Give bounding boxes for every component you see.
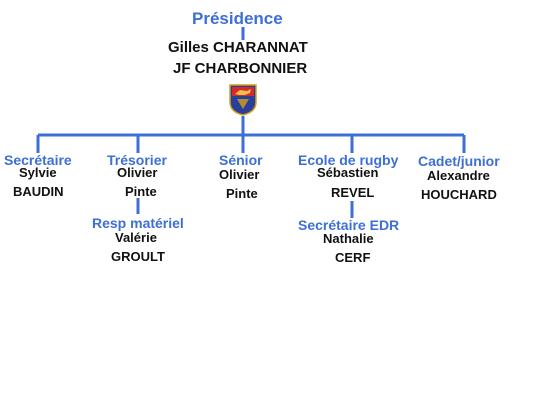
tresorier-title: Trésorier xyxy=(107,152,167,168)
club-crest-icon xyxy=(229,84,257,116)
presidence-name-2: JF CHARBONNIER xyxy=(173,60,308,77)
resp-materiel-last-name: GROULT xyxy=(111,249,165,264)
cadet-junior-first-name: Alexandre xyxy=(427,168,490,183)
secretaire-first-name: Sylvie xyxy=(19,165,57,180)
tresorier-first-name: Olivier xyxy=(117,165,158,180)
cadet-junior-title: Cadet/junior xyxy=(418,153,500,169)
senior-last-name: Pinte xyxy=(226,186,258,201)
presidence-name-1: Gilles CHARANNAT xyxy=(168,39,308,56)
secretaire-last-name: BAUDIN xyxy=(13,184,64,199)
secretaire-edr-last-name: CERF xyxy=(335,250,371,265)
tresorier-last-name: Pinte xyxy=(125,184,157,199)
secretaire-title: Secrétaire xyxy=(4,152,72,168)
cadet-junior-last-name: HOUCHARD xyxy=(421,187,497,202)
secretaire-edr-title: Secrétaire EDR xyxy=(298,217,400,233)
secretaire-edr-first-name: Nathalie xyxy=(323,231,374,246)
ecole-rugby-last-name: REVEL xyxy=(331,185,375,200)
resp-materiel-first-name: Valérie xyxy=(115,230,157,245)
ecole-rugby-title: Ecole de rugby xyxy=(298,152,399,168)
presidence-title: Présidence xyxy=(192,9,283,28)
senior-title: Sénior xyxy=(219,152,263,168)
senior-first-name: Olivier xyxy=(219,167,260,182)
ecole-rugby-first-name: Sébastien xyxy=(317,165,379,180)
resp-materiel-title: Resp matériel xyxy=(92,215,184,231)
